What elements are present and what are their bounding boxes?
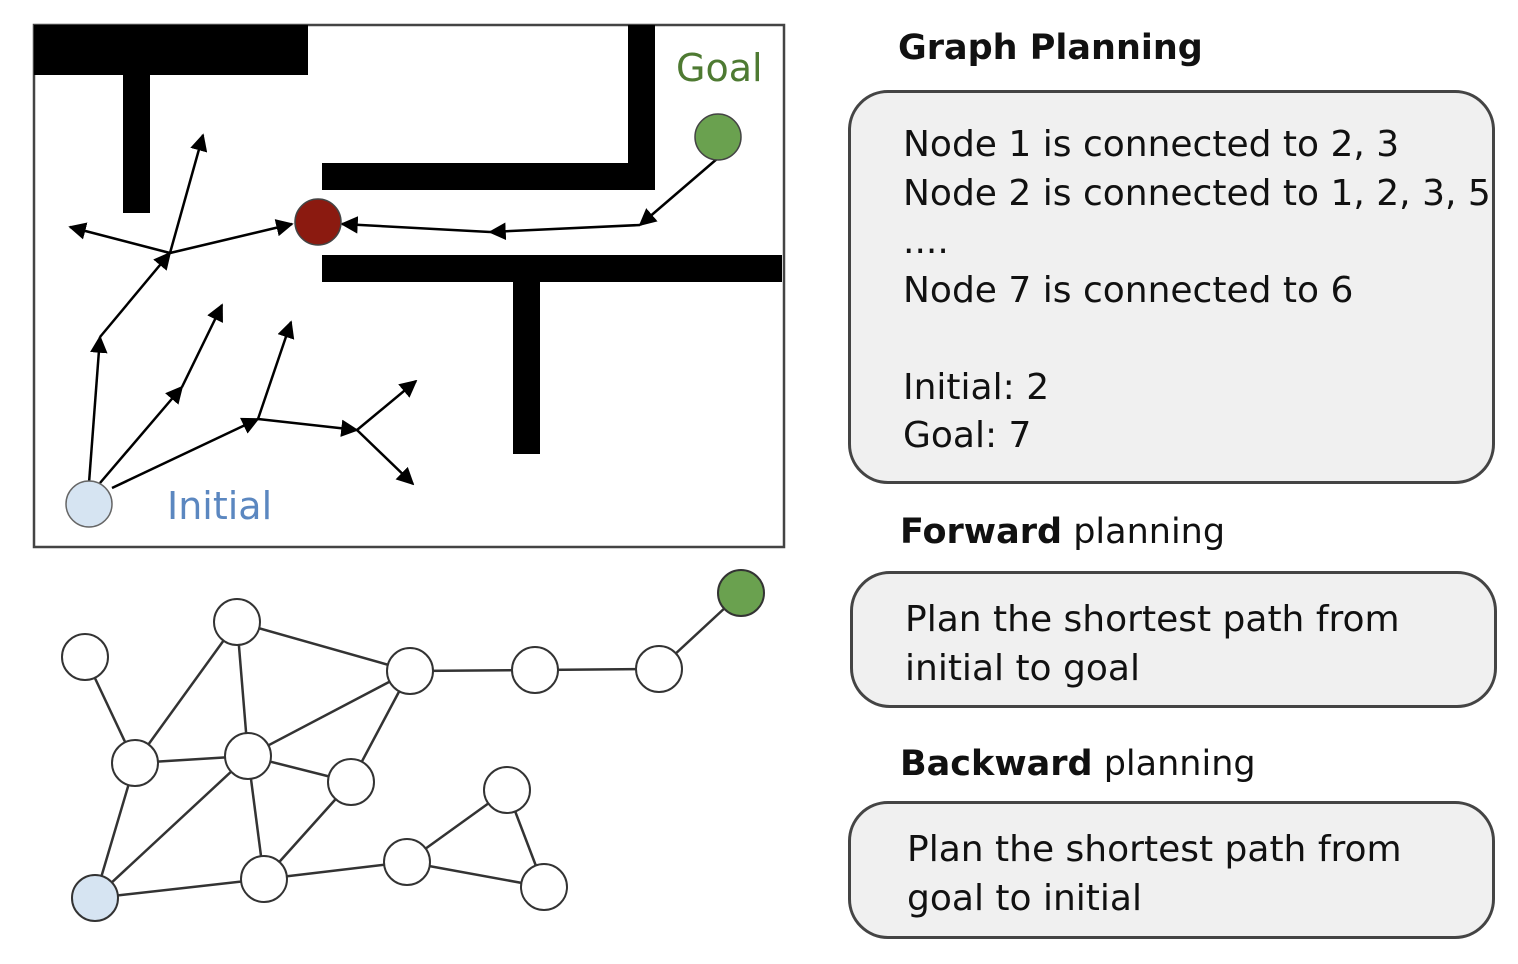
wall [34, 25, 308, 75]
forward-heading: Forward planning [900, 512, 1225, 552]
forward-box: Plan the shortest path from initial to g… [850, 571, 1497, 708]
wall [322, 255, 782, 282]
tree-arrow [168, 133, 208, 254]
graph-line-1: Node 1 is connected to 2, 3 [903, 124, 1400, 165]
tree-arrow [356, 379, 418, 431]
initial-label: Initial [167, 484, 273, 528]
wall [322, 163, 655, 190]
tree-arrow [87, 335, 108, 484]
graph-node [483, 766, 531, 814]
backward-line-2: goal to initial [907, 877, 1142, 919]
graph-edge [133, 621, 239, 764]
tree-arrow [68, 222, 171, 255]
tree-arrow [257, 417, 359, 437]
graph-node [386, 647, 434, 695]
graph-edge [236, 620, 411, 673]
goal-label: Goal [676, 46, 763, 90]
graph-initial-node [71, 874, 119, 922]
tree-arrow [340, 216, 491, 234]
maze-walls [34, 25, 782, 454]
graph-node [635, 645, 683, 693]
graph-line-4: Node 7 is connected to 6 [903, 269, 1354, 311]
graph-line-3: .... [903, 221, 949, 262]
search-tree [68, 133, 719, 490]
forward-line-2: initial to goal [905, 647, 1140, 689]
intermediate-node [294, 198, 342, 246]
goal-node [694, 113, 742, 161]
tree-arrow [180, 303, 224, 388]
graph-node [520, 863, 568, 911]
initial-node [65, 480, 113, 528]
graph-node [240, 855, 288, 903]
backward-heading: Backward planning [900, 744, 1256, 784]
tree-arrow [99, 385, 184, 484]
backward-box: Plan the shortest path from goal to init… [848, 801, 1495, 939]
graph-line-7: Goal: 7 [903, 415, 1032, 456]
graph-node [213, 598, 261, 646]
graph-node [327, 758, 375, 806]
backward-line-1: Plan the shortest path from [907, 829, 1402, 870]
wall [513, 282, 540, 454]
maze-map [32, 23, 786, 549]
backward-heading-rest: planning [1092, 744, 1256, 784]
forward-line-1: Plan the shortest path from [905, 599, 1400, 640]
graph-node [383, 838, 431, 886]
tree-arrow [169, 219, 294, 255]
backward-heading-bold: Backward [900, 744, 1093, 784]
wall [628, 25, 655, 190]
graph-goal-node [717, 569, 765, 617]
graph-line-2: Node 2 is connected to 1, 2, 3, 5 [903, 172, 1491, 214]
tree-arrow [99, 251, 172, 338]
graph-line-6: Initial: 2 [903, 366, 1050, 408]
tree-arrow [111, 417, 260, 490]
forward-heading-bold: Forward [900, 512, 1063, 552]
tree-arrow [256, 320, 295, 420]
tree-arrow [488, 222, 641, 241]
graph-edge [247, 669, 411, 758]
graph-nodes [61, 569, 765, 922]
graph-edge [263, 860, 408, 881]
forward-heading-rest: planning [1062, 512, 1226, 552]
graph-node [511, 646, 559, 694]
graph-edge [94, 755, 249, 899]
tree-arrow [356, 429, 415, 486]
graph-planning-title: Graph Planning [898, 28, 1203, 68]
graph-node [111, 739, 159, 787]
graph-node [61, 633, 109, 681]
graph-planning-box: Node 1 is connected to 2, 3 Node 2 is co… [848, 90, 1495, 484]
graph-line-5 [903, 315, 1492, 364]
map-frame [32, 23, 786, 549]
tree-arrow [638, 157, 719, 227]
graph-edge [94, 877, 265, 900]
graph-node [224, 732, 272, 780]
wall [123, 75, 150, 213]
graph-abstraction [61, 569, 765, 922]
